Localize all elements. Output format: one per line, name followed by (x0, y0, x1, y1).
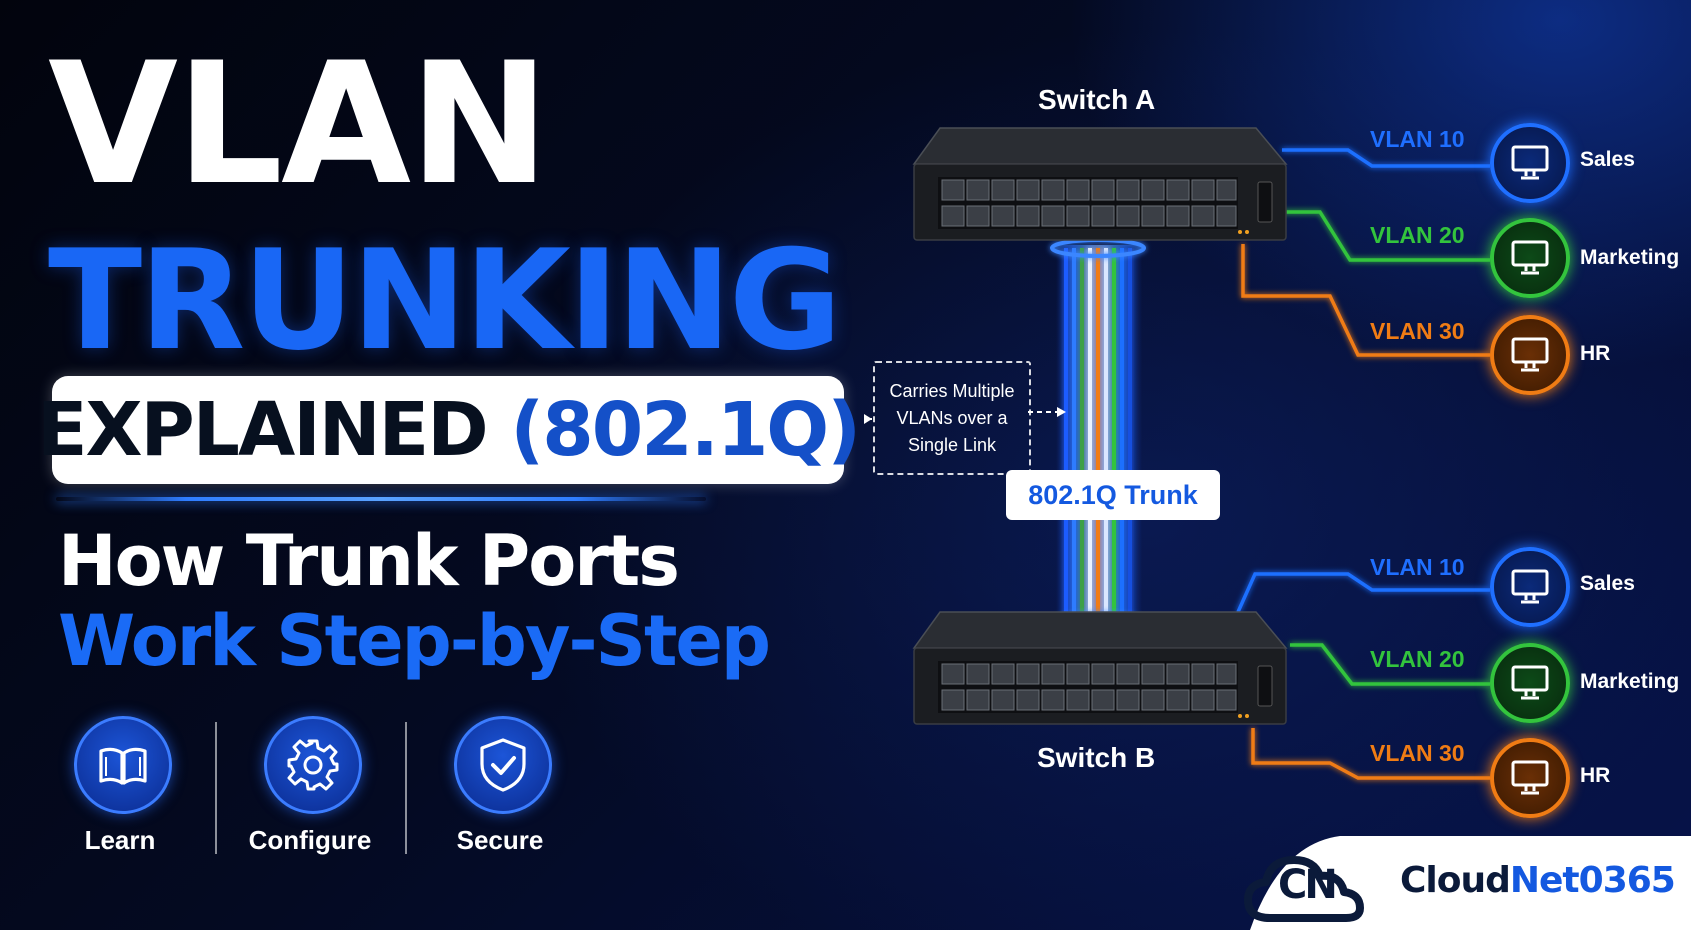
book-icon (74, 716, 172, 814)
dept-label-b-marketing: Marketing (1580, 670, 1680, 693)
switch-a-vlan-links (1241, 148, 1490, 357)
note-arrowhead-left (864, 414, 872, 424)
title-trunking: TRUNKING (48, 220, 842, 381)
link-a-vlan10 (1282, 148, 1490, 168)
note-arrowhead-right (1057, 407, 1066, 417)
link-a-vlan30 (1241, 244, 1490, 357)
monitor-icon (1490, 547, 1570, 627)
vlan-label-a-10: VLAN 10 (1370, 126, 1465, 152)
vlan-label-a-20: VLAN 20 (1370, 222, 1465, 248)
link-b-vlan20 (1290, 643, 1490, 686)
dept-label-a-sales: Sales (1580, 148, 1635, 171)
vlan-label-b-30: VLAN 30 (1370, 740, 1465, 766)
subtitle-line1: How Trunk Ports (58, 520, 680, 602)
trunk-label: 802.1Q Trunk (1006, 470, 1220, 520)
feature-configure (264, 716, 362, 814)
subtitle-line2: Work Step-by-Step (58, 600, 771, 682)
switch-a-label: Switch A (1038, 84, 1156, 115)
vlan-label-b-20: VLAN 20 (1370, 646, 1465, 672)
gear-icon (264, 716, 362, 814)
explained-banner: EXPLAINED (802.1Q) (37, 376, 861, 484)
brand-name-part2: Net0365 (1509, 860, 1676, 901)
vlan-label-a-30: VLAN 30 (1370, 318, 1465, 344)
feature-secure (454, 716, 552, 814)
brand-badge (1244, 836, 1691, 930)
switch-a-ports (941, 179, 1237, 227)
feature-label-configure: Configure (248, 825, 372, 855)
vlan-label-b-10: VLAN 10 (1370, 554, 1465, 580)
feature-separator (405, 722, 407, 854)
trunk-note-line2: VLANs over a (896, 407, 1008, 428)
trunk-note-line3: Single Link (907, 434, 997, 455)
brand-name-part1: Cloud (1400, 860, 1511, 901)
link-b-vlan10 (1236, 572, 1490, 613)
feature-separator (215, 722, 217, 854)
explained-word: EXPLAINED (36, 387, 489, 473)
switch-b[interactable] (910, 608, 1290, 728)
switch-b-ports (941, 663, 1237, 711)
dept-label-b-hr: HR (1580, 764, 1611, 787)
title-divider (56, 497, 706, 501)
monitor-icon (1490, 218, 1570, 298)
dept-label-b-sales: Sales (1580, 572, 1635, 595)
feature-learn (74, 716, 172, 814)
explained-code: (802.1Q) (510, 387, 861, 473)
trunk-note-line1: Carries Multiple (889, 380, 1015, 401)
trunk-note: Carries Multiple VLANs over a Single Lin… (873, 361, 1031, 475)
switch-b-vlan-links (1236, 572, 1490, 780)
monitor-icon (1490, 123, 1570, 203)
dept-label-a-hr: HR (1580, 342, 1611, 365)
cloud-logo-icon (1244, 856, 1364, 922)
shield-check-icon (454, 716, 552, 814)
trunk-cable-bundle (1064, 248, 1132, 622)
brand-name: CloudNet0365 (1400, 860, 1676, 901)
link-a-vlan20 (1280, 210, 1490, 262)
monitor-icon (1490, 315, 1570, 395)
switch-b-label: Switch B (1037, 742, 1156, 773)
brand-logo-letters: CN (1278, 862, 1338, 908)
monitor-icon (1490, 738, 1570, 818)
feature-label-learn: Learn (84, 825, 156, 855)
monitor-icon (1490, 643, 1570, 723)
feature-label-secure: Secure (456, 825, 544, 855)
dept-label-a-marketing: Marketing (1580, 246, 1680, 269)
link-b-vlan30 (1251, 728, 1490, 780)
title-vlan: VLAN (48, 26, 550, 222)
switch-a[interactable] (910, 124, 1290, 244)
